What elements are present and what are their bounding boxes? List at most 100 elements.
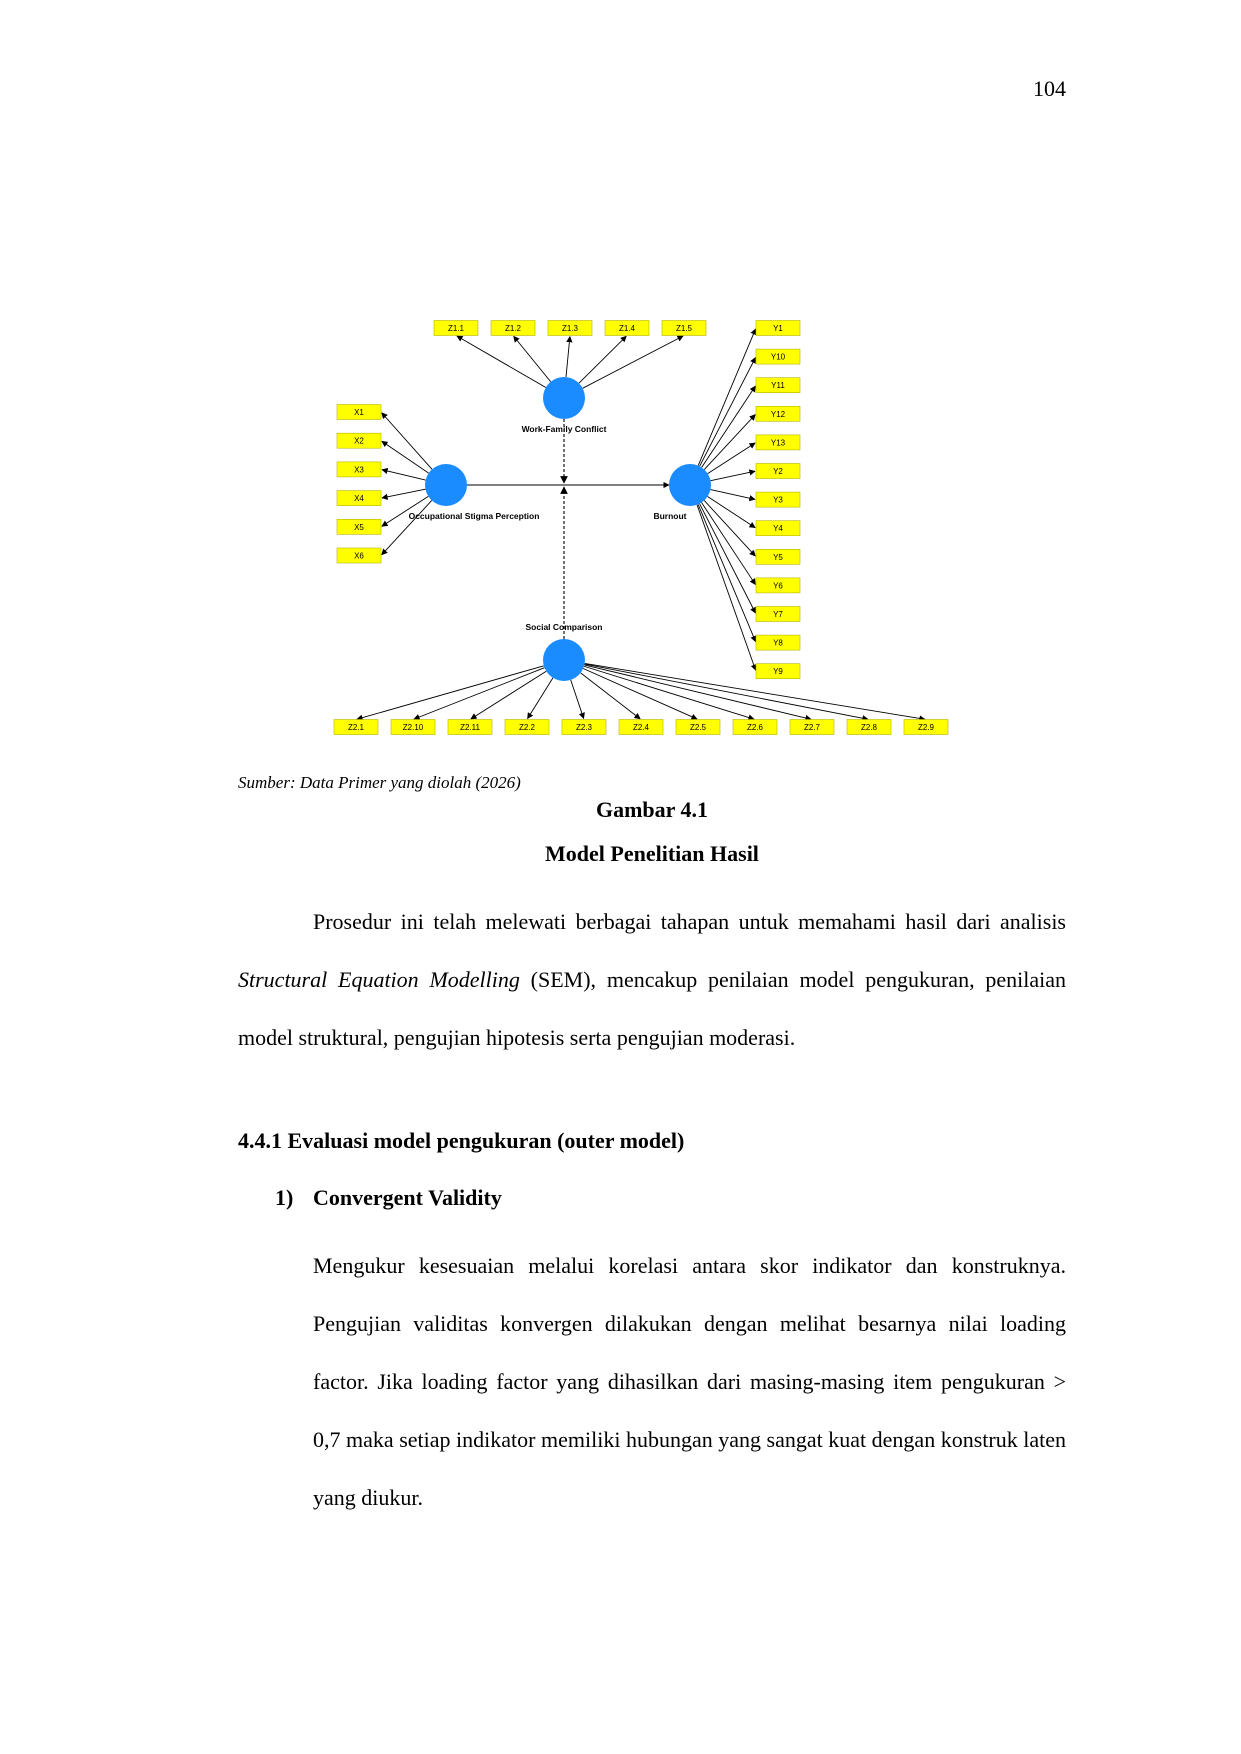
indicator-label-z2-3: Z2.3 (576, 723, 593, 732)
indicator-x5 (336, 519, 382, 535)
indicator-label-z2-2: Z2.2 (519, 723, 536, 732)
edge-burnout-y7 (699, 503, 756, 614)
edge-wfc-z1-3 (565, 335, 573, 378)
indicator-y10 (755, 348, 801, 365)
indicator-label-z2-6: Z2.6 (747, 723, 764, 732)
indicator-y8 (755, 634, 801, 651)
indicator-label-z2-5: Z2.5 (690, 723, 707, 732)
edge-sc-z2-1 (356, 665, 544, 721)
indicator-label-x1: X1 (354, 408, 364, 417)
indicator-y7 (755, 606, 801, 622)
indicator-y1 (755, 320, 801, 336)
indicator-label-z2-11: Z2.11 (460, 723, 480, 732)
indicator-label-y3: Y3 (773, 496, 783, 505)
indicator-z2-10 (390, 719, 436, 735)
indicator-x4 (336, 490, 382, 506)
paragraph-intro: Prosedur ini telah melewati berbagai tah… (238, 893, 1066, 1067)
indicator-z2-2 (504, 719, 550, 735)
edge-burnout-y5 (703, 500, 756, 557)
edge-burnout-y2 (710, 469, 756, 482)
indicator-label-y1: Y1 (773, 324, 783, 333)
edge-wfc-z1-2 (513, 335, 552, 383)
edge-burnout-y1 (697, 328, 757, 466)
indicator-y5 (755, 549, 801, 565)
edge-wfc-z1-5 (582, 335, 684, 389)
page-number: 104 (1033, 76, 1066, 101)
edge-burnout-y9 (696, 504, 757, 671)
indicator-y4 (755, 520, 801, 536)
indicator-label-z1-5: Z1.5 (676, 324, 693, 333)
indicator-z2-4 (618, 719, 664, 735)
paragraph-intro-text-1: Prosedur ini telah melewati berbagai tah… (313, 909, 1066, 934)
edge-burnout-y11 (701, 385, 756, 468)
edge-burnout-y8 (697, 504, 757, 643)
edge-burnout-y3 (710, 489, 756, 502)
edge-sc-z2-8 (584, 663, 869, 722)
construct-label-work-family-conflict: Work-Family Conflict (522, 424, 607, 434)
indicator-z2-6 (732, 719, 778, 735)
edge-burnout-y4 (707, 496, 756, 529)
edge-sc-z2-6 (583, 665, 755, 721)
indicator-z1-2 (490, 320, 536, 336)
subheading: 1) Convergent Validity (275, 1185, 502, 1211)
edge-osp-x6 (381, 500, 433, 556)
indicator-y2 (755, 463, 801, 479)
indicator-label-x6: X6 (354, 552, 364, 561)
indicator-y12 (755, 406, 801, 422)
edge-sc-z2-7 (584, 664, 812, 722)
edge-sc-z2-10 (413, 667, 545, 720)
indicator-z2-3 (561, 719, 607, 735)
indicator-z2-5 (675, 719, 721, 735)
indicator-label-y10: Y10 (771, 353, 786, 362)
indicator-label-z2-8: Z2.8 (861, 723, 878, 732)
indicator-label-y4: Y4 (773, 524, 783, 533)
indicator-z2-1 (333, 719, 379, 735)
indicator-z1-4 (604, 320, 650, 336)
indicator-label-z1-2: Z1.2 (505, 324, 522, 333)
indicator-z2-8 (846, 719, 892, 735)
construct-social-comparison (543, 639, 585, 681)
indicator-label-y12: Y12 (771, 410, 786, 419)
figure-caption-title: Model Penelitian Hasil (545, 841, 759, 866)
section-heading: 4.4.1 Evaluasi model pengukuran (outer m… (238, 1128, 685, 1153)
indicator-label-y5: Y5 (773, 553, 783, 562)
indicator-label-x2: X2 (354, 437, 364, 446)
edge-sc-z2-5 (583, 668, 698, 720)
figure-source: Sumber: Data Primer yang diolah (2026) (238, 773, 521, 792)
indicator-y9 (755, 663, 801, 680)
paragraph-intro-text-2: (SEM), mencakup penilaian model pengukur… (238, 967, 1066, 1050)
construct-work-family-conflict (543, 377, 585, 419)
edge-osp-x1 (381, 412, 433, 470)
indicator-label-z2-9: Z2.9 (918, 723, 935, 732)
edge-osp-x4 (381, 488, 426, 500)
indicator-label-y8: Y8 (773, 639, 783, 648)
edge-burnout-y13 (707, 442, 756, 474)
construct-label-burnout: Burnout (653, 511, 686, 521)
indicator-label-z2-7: Z2.7 (804, 723, 821, 732)
indicator-label-y11: Y11 (771, 381, 785, 390)
construct-burnout (669, 464, 711, 506)
edge-burnout-y6 (701, 502, 756, 586)
indicator-label-z1-3: Z1.3 (562, 324, 579, 333)
edge-osp-x2 (381, 440, 429, 474)
indicator-label-x4: X4 (354, 494, 364, 503)
edge-sc-z2-4 (580, 672, 641, 720)
edge-sc-z2-9 (584, 662, 926, 722)
edge-burnout-y12 (703, 414, 756, 470)
paragraph-intro-italic: Structural Equation Modelling (238, 967, 520, 992)
edge-osp-x5 (381, 495, 429, 527)
indicator-z2-11 (447, 719, 493, 735)
indicator-label-z1-4: Z1.4 (619, 324, 636, 333)
indicator-x2 (336, 432, 382, 449)
construct-label-social-comparison: Social Comparison (526, 622, 603, 632)
indicator-label-z1-1: Z1.1 (448, 324, 465, 333)
subheading-title: Convergent Validity (313, 1185, 502, 1210)
edge-sc-z2-11 (470, 670, 547, 720)
indicator-label-y13: Y13 (771, 438, 786, 447)
indicator-x1 (336, 404, 382, 420)
indicator-z2-9 (903, 719, 949, 735)
indicator-y6 (755, 577, 801, 594)
edge-wfc-z1-1 (456, 335, 547, 388)
subheading-number: 1) (275, 1185, 294, 1210)
